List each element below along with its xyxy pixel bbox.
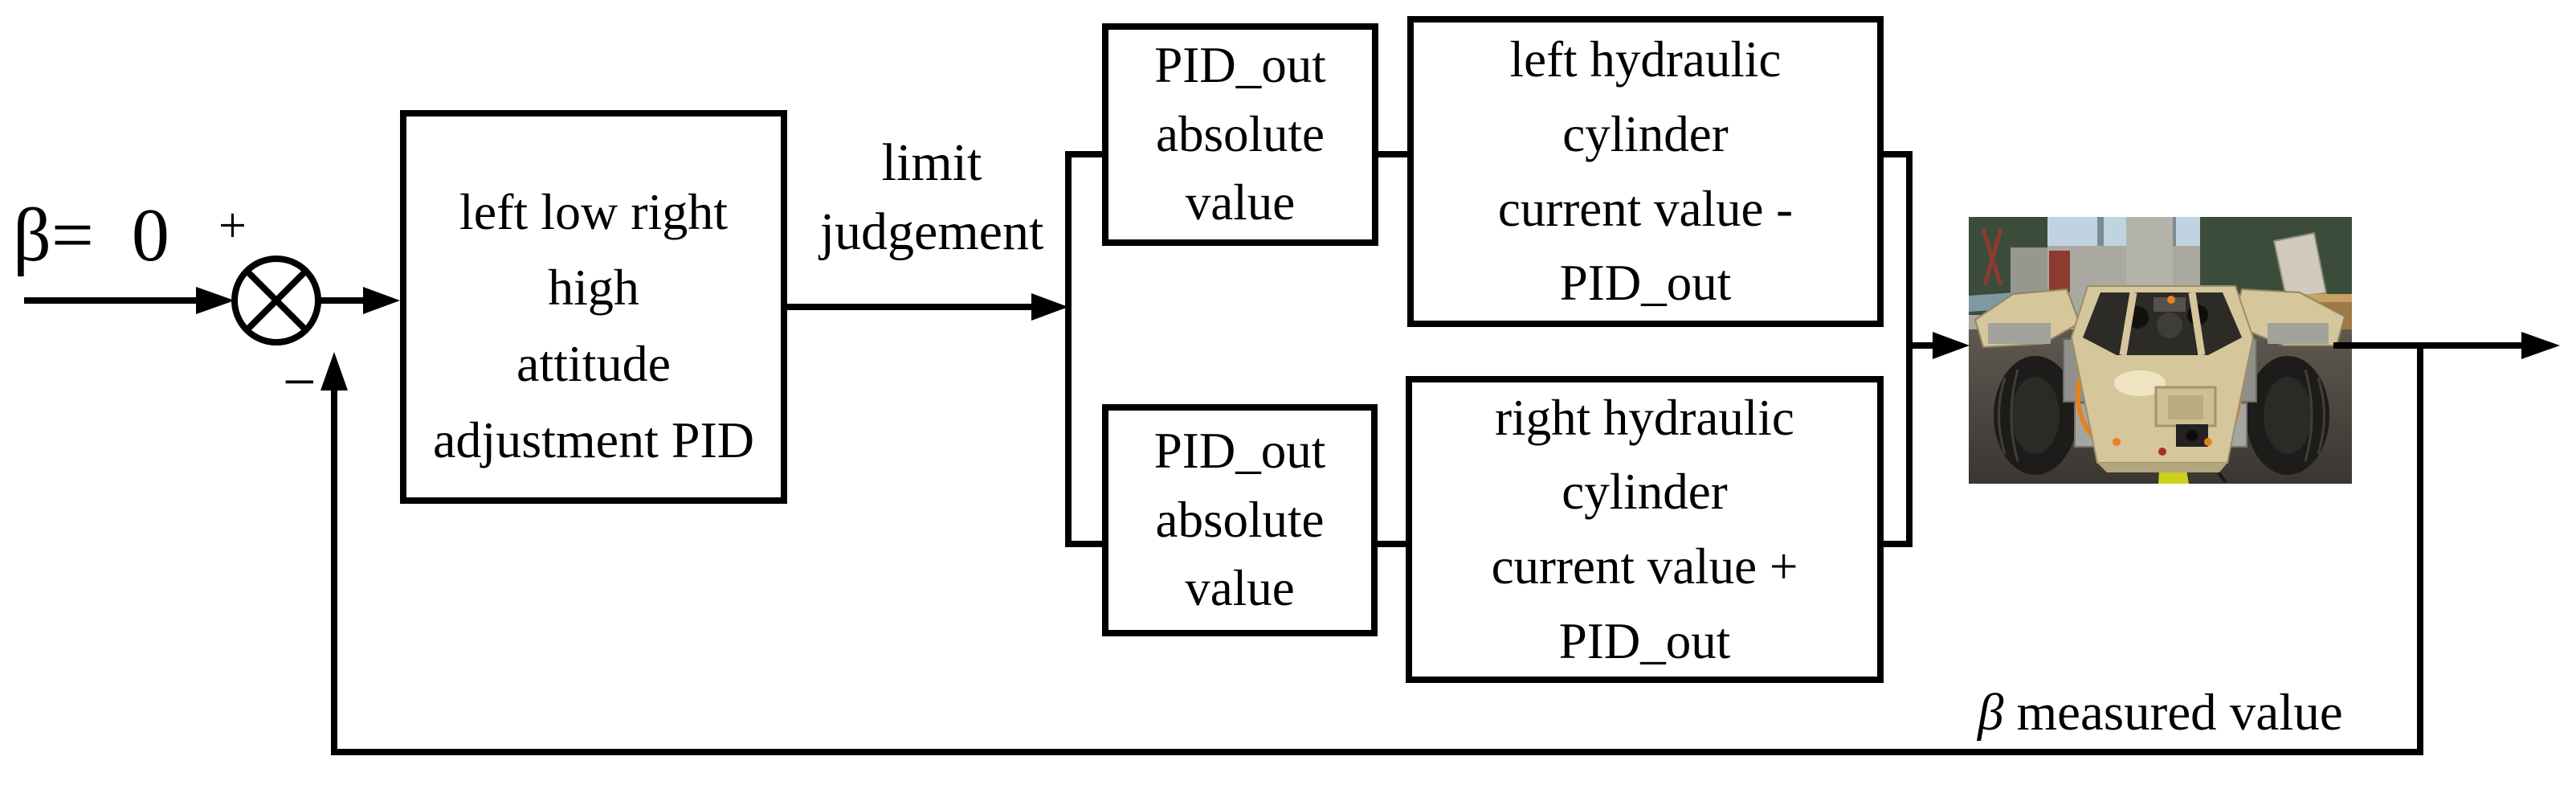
input-arrowhead <box>196 287 235 314</box>
photo-detail <box>2097 217 2104 246</box>
photo-detail <box>2264 377 2312 454</box>
summing-junction-cross <box>244 268 308 333</box>
photo-detail <box>1998 369 2019 462</box>
photo-detail <box>1981 228 2003 286</box>
feedback-measured-value-label: β measured value <box>1978 683 2343 743</box>
photo-detail <box>2268 323 2329 344</box>
photo-toolbox <box>2049 251 2070 292</box>
minus-sign: − <box>283 350 316 415</box>
photo-detail <box>2097 463 2227 472</box>
photo-detail <box>2158 448 2166 456</box>
photo-detail <box>2011 377 2060 454</box>
block-right-hydraulic-cylinder: right hydraulic cylinder current value +… <box>1406 376 1884 683</box>
plus-sign: + <box>218 198 247 253</box>
photo-detail <box>2157 313 2182 338</box>
block-pid-out-absolute-value-bottom: PID_out absolute value <box>1102 404 1378 636</box>
block-left-hydraulic-cylinder: left hydraulic cylinder current value - … <box>1407 16 1884 327</box>
measured-value-text: measured value <box>2003 684 2343 742</box>
photo-wall-panel-right <box>2200 217 2352 296</box>
output-arrowhead <box>2521 332 2560 359</box>
photo-detail <box>2167 296 2175 304</box>
photo-detail <box>2168 395 2203 419</box>
block-pid-out-absolute-value-top: PID_out absolute value <box>1102 23 1378 246</box>
error-arrowhead <box>363 287 400 314</box>
photo-detail <box>2113 438 2121 446</box>
photo-detail <box>1988 323 2051 344</box>
photo-detail <box>2304 369 2325 462</box>
photo-highlight <box>2114 370 2166 396</box>
vehicle-photo <box>1969 217 2352 484</box>
photo-frame-pillars <box>2119 292 2206 356</box>
photo-detail <box>2272 231 2328 299</box>
photo-detail <box>2153 297 2186 312</box>
photo-detail <box>2186 430 2198 441</box>
block-attitude-adjustment-pid: left low right high attitude adjustment … <box>400 110 787 504</box>
plant-input-arrowhead <box>1933 332 1970 359</box>
feedback-arrowhead <box>320 352 348 390</box>
photo-detail <box>2204 438 2212 446</box>
limit-judgement-label: limit judgement <box>819 133 1044 261</box>
pid-output-arrowhead <box>1031 293 1068 321</box>
reference-input-label: β= 0 <box>13 194 169 277</box>
beta-symbol: β <box>1978 684 2004 742</box>
